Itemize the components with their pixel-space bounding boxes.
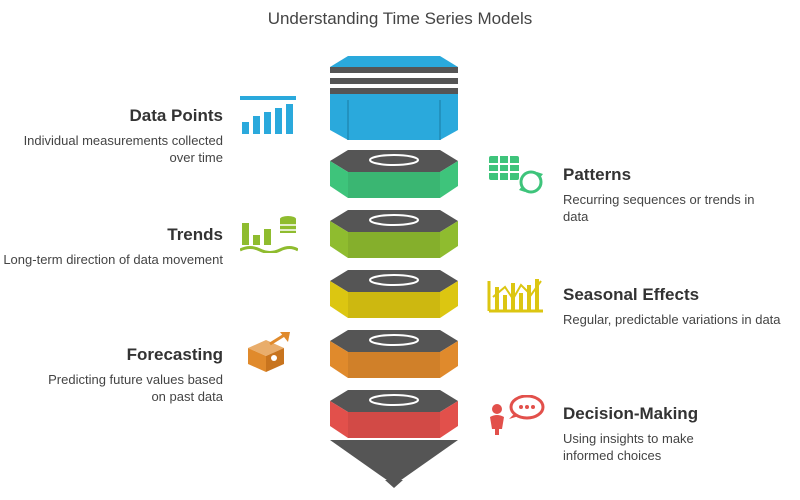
item-label: Decision-Making [563, 404, 699, 423]
chart-database-icon [240, 216, 298, 253]
pencil-tip [330, 440, 458, 488]
bar-chart-icon [240, 96, 296, 134]
segment-seasonal [330, 270, 458, 318]
item-label: Data Points [129, 106, 223, 125]
item-desc: Recurring sequences or trends in data [563, 192, 755, 224]
item-seasonal: Seasonal Effects Regular, predictable va… [563, 285, 793, 328]
item-label: Patterns [563, 165, 632, 184]
segment-decision [330, 390, 458, 438]
item-desc: Predicting future values based on past d… [48, 372, 223, 404]
item-label: Trends [167, 225, 223, 244]
page-title: Understanding Time Series Models [267, 9, 533, 28]
item-desc: Individual measurements collected over t… [23, 133, 223, 165]
factory-chart-icon [487, 279, 543, 313]
box-arrow-icon [248, 332, 290, 372]
item-forecasting: Forecasting Predicting future values bas… [0, 345, 223, 405]
item-desc: Using insights to make informed choices [563, 431, 694, 463]
table-refresh-icon [489, 156, 543, 194]
item-label: Forecasting [126, 345, 223, 364]
segment-patterns [330, 150, 458, 198]
item-data-points: Data Points Individual measurements coll… [0, 106, 223, 166]
item-label: Seasonal Effects [563, 285, 700, 304]
item-patterns: Patterns Recurring sequences or trends i… [563, 165, 783, 225]
item-desc: Regular, predictable variations in data [563, 312, 781, 327]
item-trends: Trends Long-term direction of data movem… [0, 225, 223, 268]
segment-forecasting [330, 330, 458, 378]
item-desc: Long-term direction of data movement [3, 252, 223, 267]
segment-data-points [330, 56, 458, 140]
segment-trends [330, 210, 458, 258]
item-decision: Decision-Making Using insights to make i… [563, 404, 783, 464]
person-speech-icon [490, 395, 545, 435]
